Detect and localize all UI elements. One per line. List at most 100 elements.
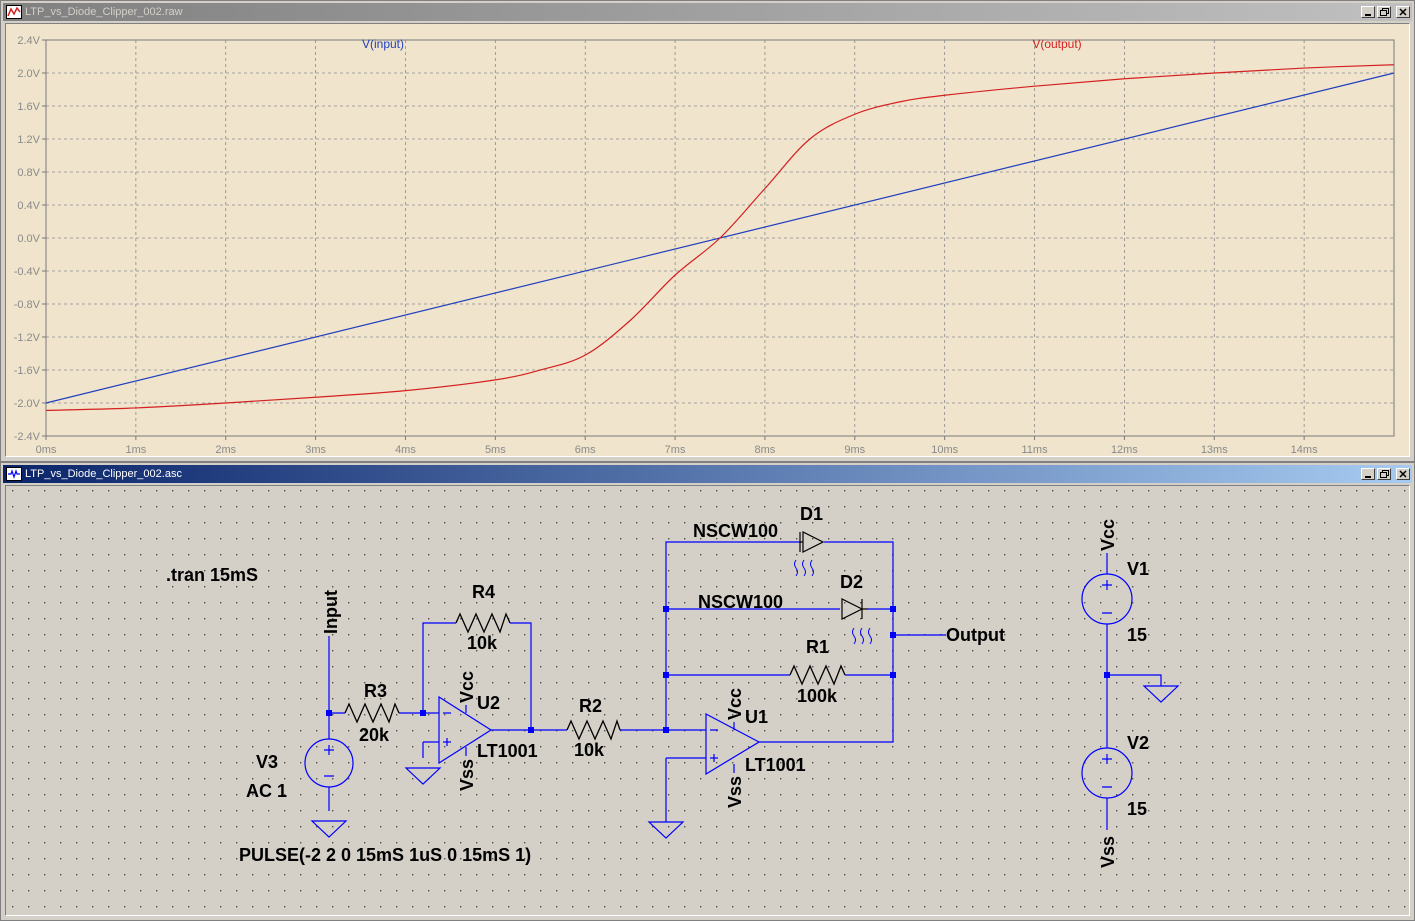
label-d2-name: D2 — [840, 572, 863, 592]
grid-dots — [6, 486, 1409, 915]
resistor-r2[interactable] — [566, 718, 621, 741]
y-tick-label: 0.0V — [17, 233, 40, 245]
diode-d2[interactable] — [841, 598, 868, 620]
diode-d1[interactable] — [799, 531, 825, 553]
y-tick-label: -0.8V — [14, 299, 41, 311]
restore-button[interactable] — [1377, 468, 1391, 480]
y-tick-label: 0.8V — [17, 167, 40, 179]
resistor-r1[interactable] — [789, 664, 846, 686]
x-tick-label: 2ms — [215, 444, 236, 456]
led-emission-icon — [794, 559, 872, 645]
opamp-u2[interactable] — [438, 695, 493, 765]
tran-directive[interactable]: .tran 15mS — [166, 565, 258, 585]
label-u1-model: LT1001 — [745, 755, 806, 775]
label-v3-name: V3 — [256, 752, 278, 772]
waveform-window-titlebar[interactable]: LTP_vs_Diode_Clipper_002.raw — [3, 3, 1412, 21]
y-axis-ticks: 2.4V 2.0V 1.6V 1.2V 0.8V 0.4V 0.0V -0.4V -0.8V -1… — [14, 35, 46, 443]
legend-label[interactable]: V(output) — [1032, 37, 1081, 51]
x-tick-label: 1ms — [125, 444, 146, 456]
y-tick-label: 2.0V — [17, 68, 40, 80]
restore-icon — [1379, 470, 1389, 478]
y-tick-label: 0.4V — [17, 200, 40, 212]
schematic-window-title: LTP_vs_Diode_Clipper_002.asc — [25, 468, 182, 480]
waveform-plot-pane[interactable]: 2.4V 2.0V 1.6V 1.2V 0.8V 0.4V 0.0V -0.4V -0.8V -1… — [5, 23, 1410, 457]
net-label-input[interactable]: Input — [321, 590, 341, 634]
net-label-vcc[interactable]: Vcc — [1098, 519, 1118, 551]
label-u1-vcc: Vcc — [725, 688, 745, 720]
x-tick-label: 4ms — [395, 444, 416, 456]
voltage-source-v2[interactable] — [1081, 747, 1133, 799]
close-icon — [1399, 470, 1407, 478]
schematic-drawing[interactable]: .tran 15mS Input R3 20k R4 10k Vcc U2 LT… — [6, 486, 1410, 916]
x-tick-label: 0ms — [36, 444, 57, 456]
x-tick-label: 5ms — [485, 444, 506, 456]
schematic-window: LTP_vs_Diode_Clipper_002.asc — [0, 462, 1415, 921]
label-u1-vss: Vss — [725, 776, 745, 808]
restore-icon — [1379, 8, 1389, 16]
net-label-vss[interactable]: Vss — [1098, 836, 1118, 868]
y-tick-label: -2.0V — [14, 398, 41, 410]
net-label-output[interactable]: Output — [946, 625, 1005, 645]
close-button[interactable] — [1396, 6, 1410, 18]
chart-legend[interactable]: V(input) V(output) — [362, 37, 1082, 51]
y-tick-label: -0.4V — [14, 266, 41, 278]
x-tick-label: 13ms — [1201, 444, 1228, 456]
label-r1-name: R1 — [806, 637, 829, 657]
label-u2-vss: Vss — [457, 759, 477, 791]
y-tick-label: 2.4V — [17, 35, 40, 47]
opamp-u1[interactable] — [705, 713, 761, 776]
x-tick-label: 14ms — [1291, 444, 1318, 456]
label-u2-model: LT1001 — [477, 741, 538, 761]
label-r1-value: 100k — [797, 686, 838, 706]
y-tick-label: 1.6V — [17, 101, 40, 113]
label-v3-value: AC 1 — [246, 781, 287, 801]
x-tick-label: 11ms — [1021, 444, 1048, 456]
schematic-app-icon — [6, 467, 22, 481]
schematic-canvas[interactable]: .tran 15mS Input R3 20k R4 10k Vcc U2 LT… — [5, 485, 1410, 916]
schematic-window-titlebar[interactable]: LTP_vs_Diode_Clipper_002.asc — [3, 465, 1412, 483]
waveform-window-title: LTP_vs_Diode_Clipper_002.raw — [25, 6, 183, 18]
close-button[interactable] — [1396, 468, 1410, 480]
label-u2-vcc: Vcc — [457, 671, 477, 703]
minimize-icon — [1365, 476, 1371, 478]
resistor-r3[interactable] — [344, 702, 400, 724]
x-tick-label: 3ms — [305, 444, 326, 456]
resistor-r4[interactable] — [455, 612, 511, 634]
y-tick-label: -2.4V — [14, 431, 41, 443]
minimize-button[interactable] — [1361, 6, 1375, 18]
label-r3-name: R3 — [364, 681, 387, 701]
y-tick-label: -1.2V — [14, 332, 41, 344]
label-r2-name: R2 — [579, 696, 602, 716]
label-d2-model: NSCW100 — [698, 592, 783, 612]
voltage-source-v1[interactable] — [1081, 573, 1133, 625]
label-r2-value: 10k — [574, 740, 605, 760]
waveform-app-icon — [6, 5, 22, 19]
trace-v-output[interactable] — [45, 64, 1395, 412]
label-u1-name: U1 — [745, 707, 768, 727]
legend-label[interactable]: V(input) — [362, 37, 404, 51]
y-tick-label: -1.6V — [14, 365, 41, 377]
label-d1-name: D1 — [800, 504, 823, 524]
close-icon — [1399, 8, 1407, 16]
label-v1-name: V1 — [1127, 559, 1149, 579]
restore-button[interactable] — [1377, 6, 1391, 18]
y-tick-label: 1.2V — [17, 134, 40, 146]
chart-traces[interactable] — [45, 64, 1395, 412]
label-d1-model: NSCW100 — [693, 521, 778, 541]
label-r4-value: 10k — [467, 633, 498, 653]
minimize-button[interactable] — [1361, 468, 1375, 480]
x-tick-label: 9ms — [844, 444, 865, 456]
x-tick-label: 12ms — [1111, 444, 1138, 456]
waveform-chart[interactable]: 2.4V 2.0V 1.6V 1.2V 0.8V 0.4V 0.0V -0.4V -0.8V -1… — [6, 24, 1410, 457]
label-v2-value: 15 — [1127, 799, 1147, 819]
label-v3-spec[interactable]: PULSE(-2 2 0 15mS 1uS 0 15mS 1) — [239, 845, 531, 865]
label-r4-name: R4 — [472, 582, 495, 602]
minimize-icon — [1365, 14, 1371, 16]
x-tick-label: 7ms — [665, 444, 686, 456]
x-tick-label: 6ms — [575, 444, 596, 456]
voltage-source-v3[interactable] — [304, 738, 354, 788]
label-v1-value: 15 — [1127, 625, 1147, 645]
junction-dots — [326, 606, 1110, 733]
waveform-window: LTP_vs_Diode_Clipper_002.raw 2.4V 2.0V 1.6… — [0, 0, 1415, 462]
